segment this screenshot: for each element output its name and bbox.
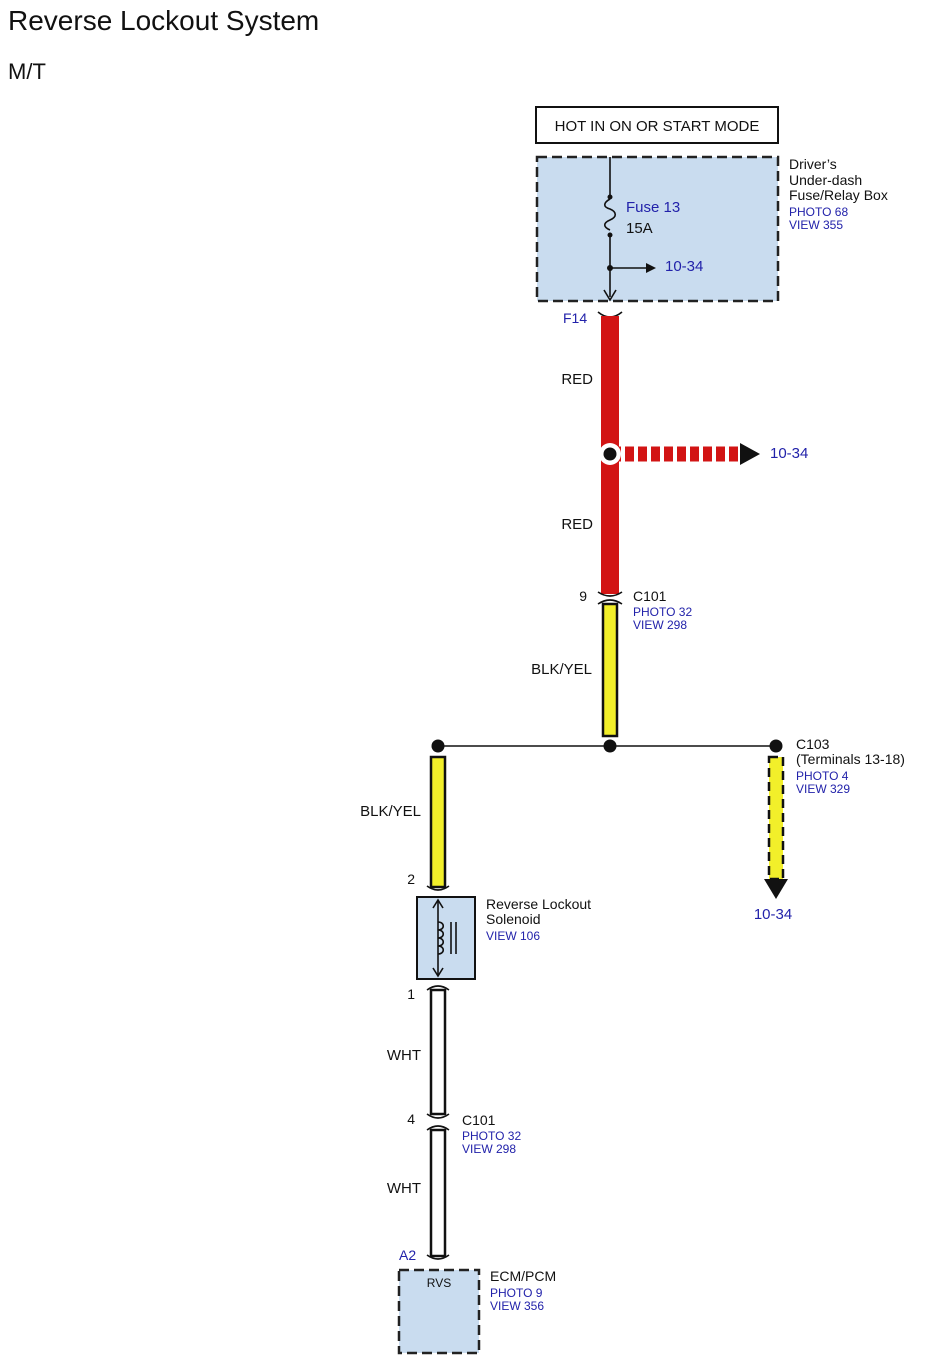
solenoid-arrow-top [432,898,444,909]
solenoid-name-2: Solenoid [486,911,541,927]
c101-bottom-view: VIEW 298 [462,1142,516,1156]
blkyel-main-wire [601,602,619,738]
ecm-photo: PHOTO 9 [490,1286,543,1300]
c103-photo: PHOTO 4 [796,769,849,783]
power-mode-label: HOT IN ON OR START MODE [555,118,760,135]
fuse-box-name-1: Driver’s [789,156,837,172]
c103-ref: 10-34 [754,906,792,923]
fuse-end-dot-top [607,194,613,200]
fuse-branch-ref: 10-34 [665,258,703,275]
c103-terminals: (Terminals 13-18) [796,751,905,767]
fuse-branch-arrow [646,263,656,273]
fuse-rating: 15A [626,220,653,237]
c103-name: C103 [796,736,830,752]
fuse-box-view: VIEW 355 [789,218,843,232]
solenoid-pin-top: 2 [407,871,415,887]
red-branch-ref: 10-34 [770,445,808,462]
blkyel-left-wire [429,755,447,889]
bus-splice-center [603,739,617,753]
wire-label-blkyel-left: BLK/YEL [360,803,421,820]
solenoid-coil-icon [437,921,445,955]
fuse-box-name-2: Under-dash [789,172,862,188]
ecm-name: ECM/PCM [490,1268,556,1284]
c101-top-connector-upper [597,591,623,597]
solenoid-box [416,896,476,980]
c103-dashed-wire [767,755,785,881]
fuse-name: Fuse 13 [626,199,680,216]
power-mode-box [535,106,779,144]
wire-label-wht-upper: WHT [387,1047,421,1064]
fuse-relay-box [535,155,780,303]
wire-label-wht-lower: WHT [387,1180,421,1197]
solenoid-connector-top [426,885,450,891]
c101-top-view: VIEW 298 [633,618,687,632]
page-title: Reverse Lockout System [8,5,319,36]
terminal-f14-label: F14 [563,310,587,326]
wht-lower-wire [429,1128,447,1258]
ecm-pin-name: RVS [427,1276,451,1290]
fuse-terminal-arrow [603,289,617,302]
wht-upper-wire [429,988,447,1116]
wire-label-blkyel-main: BLK/YEL [531,661,592,678]
c101-bottom-name: C101 [462,1112,496,1128]
solenoid-arrow-bottom [432,967,444,978]
bus-splice-right [769,739,783,753]
c101-top-photo: PHOTO 32 [633,605,692,619]
ecm-terminal-label: A2 [399,1247,416,1263]
c101-bottom-photo: PHOTO 32 [462,1129,521,1143]
ecm-view: VIEW 356 [490,1299,544,1313]
ecm-box [397,1268,481,1355]
c101-top-name: C101 [633,588,667,604]
wire-label-red-upper: RED [561,371,593,388]
c103-view: VIEW 329 [796,782,850,796]
solenoid-connector-bottom [426,985,450,991]
c101-bottom-pin: 4 [407,1111,415,1127]
solenoid-view: VIEW 106 [486,929,540,943]
wire-label-red-lower: RED [561,516,593,533]
fuse-box-name-3: Fuse/Relay Box [789,187,888,203]
c101-top-pin: 9 [579,588,587,604]
c103-arrow [764,879,788,899]
solenoid-pin-bottom: 1 [407,986,415,1002]
page-subtitle: M/T [8,59,46,84]
fuse-box-photo: PHOTO 68 [789,205,848,219]
c101-top-connector-lower [597,599,623,605]
red-branch-arrow [740,443,760,465]
c101-bottom-connector-lower [426,1125,450,1131]
fuse-symbol [603,198,617,231]
c101-bottom-connector-upper [426,1113,450,1119]
ecm-connector [426,1254,450,1260]
bus-splice-left [431,739,445,753]
red-splice-dot [603,447,617,461]
solenoid-name-1: Reverse Lockout [486,896,591,912]
